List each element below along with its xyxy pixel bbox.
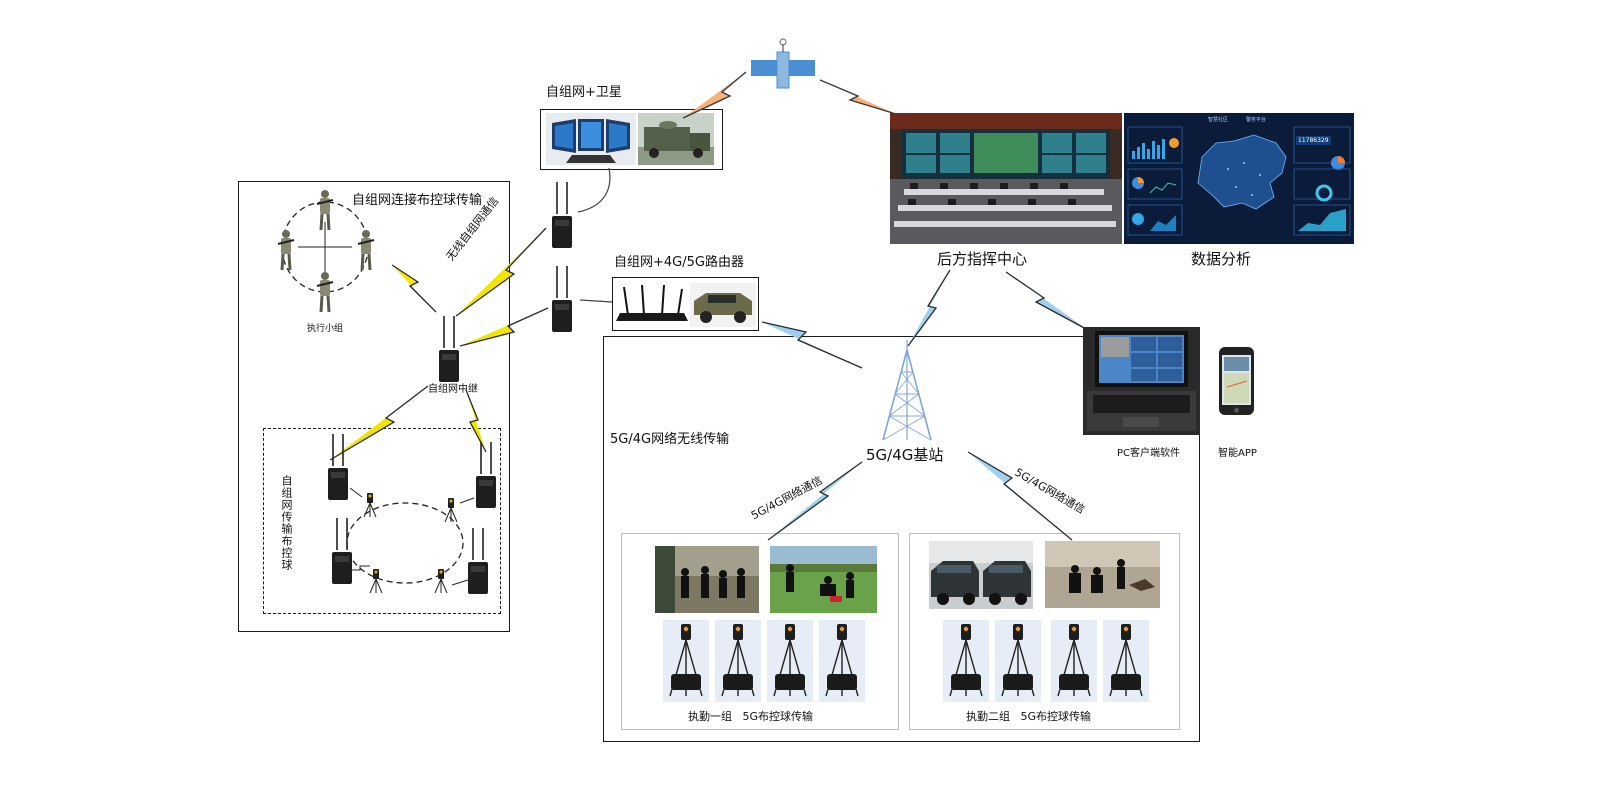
group1-box — [621, 533, 899, 730]
ptz-camera-tripod-icon — [662, 619, 710, 703]
ptz-camera-tripod-icon — [818, 619, 866, 703]
smartphone — [1219, 347, 1254, 415]
smart-app-label: 智能APP — [1218, 448, 1257, 459]
lightning-icon — [682, 71, 747, 119]
group1-caption: 执勤一组 5G布控球传输 — [688, 710, 814, 723]
dashboard-header-left: 智慧社区 — [1208, 117, 1229, 123]
ptz-camera-tripod-icon — [714, 619, 762, 703]
satellite-truck-photo — [638, 113, 714, 165]
group2-caption: 执勤二组 5G布控球传输 — [966, 710, 1092, 723]
ptz-camera-tripod-icon — [942, 619, 990, 703]
mesh-relay-label: 自组网中继 — [428, 384, 478, 395]
ptz-camera-tripod-icon — [1102, 619, 1150, 703]
ball-circle — [346, 502, 464, 584]
router-box — [612, 277, 759, 331]
ptz-camera-tripod-icon — [1050, 619, 1098, 703]
base-station-label: 5G/4G基站 — [866, 446, 944, 464]
group2-photo-a — [929, 541, 1033, 609]
ptz-camera-tripod-icon — [444, 497, 458, 523]
data-analysis-label: 数据分析 — [1191, 250, 1252, 268]
lightning-icon — [329, 385, 429, 461]
ptz-camera-tripod-icon — [994, 619, 1042, 703]
laptop-terminal-photo — [546, 113, 636, 165]
soldier-icon — [356, 228, 376, 272]
lightning-icon — [465, 389, 487, 453]
radio-relay-icon — [467, 527, 489, 595]
lightning-icon — [459, 307, 549, 347]
dashboard-header-right: 警务平台 — [1246, 117, 1267, 123]
group1-photo-a — [655, 546, 759, 613]
ptz-camera-tripod-icon — [369, 568, 383, 594]
team-label: 执行小组 — [307, 324, 344, 334]
mesh-ball-transfer-box — [238, 181, 510, 632]
router-photo — [616, 281, 688, 327]
pc-client-label: PC客户端软件 — [1117, 448, 1181, 459]
lightning-icon — [1005, 271, 1089, 331]
group2-photo-b — [1045, 541, 1160, 608]
radio-relay-icon — [331, 517, 353, 585]
lightning-icon — [391, 264, 437, 313]
radio-relay-icon — [551, 265, 573, 333]
mesh-relay-icon — [438, 315, 460, 383]
satellite-mesh-label: 自组网+卫星 — [546, 85, 622, 100]
mesh-ball-vertical-label: 自组网传输布控球 — [280, 475, 293, 571]
network-wireless-box — [603, 336, 1200, 742]
armored-vehicle-photo — [690, 283, 756, 327]
dashboard-counter: 11786329 — [1296, 136, 1331, 145]
satellite-terminal-box — [540, 109, 723, 170]
network-wireless-label: 5G/4G网络无线传输 — [610, 432, 730, 447]
laptop-pc-client — [1083, 327, 1200, 435]
ptz-camera-tripod-icon — [766, 619, 814, 703]
group1-photo-b — [770, 546, 877, 613]
lightning-icon — [455, 227, 547, 317]
lightning-icon — [761, 321, 863, 369]
cell-tower-icon — [882, 340, 932, 441]
mesh-ball-transfer-label: 自组网连接布控球传输 — [352, 193, 483, 208]
lightning-icon — [907, 269, 951, 347]
soldier-icon — [276, 228, 296, 272]
lightning-icon — [967, 451, 1073, 541]
group2-box — [909, 533, 1180, 730]
lightning-icon — [767, 461, 863, 541]
satellite-icon — [751, 38, 815, 89]
data-analysis-dashboard: 智慧社区 警务平台 11786329 — [1124, 113, 1354, 244]
router-mesh-label: 自组网+4G/5G路由器 — [614, 255, 744, 270]
radio-relay-icon — [551, 181, 573, 249]
command-center-photo — [890, 113, 1122, 244]
command-center-label: 后方指挥中心 — [937, 250, 1028, 268]
ptz-camera-tripod-icon — [363, 492, 377, 518]
radio-relay-icon — [327, 433, 349, 501]
lightning-icon — [819, 79, 897, 115]
